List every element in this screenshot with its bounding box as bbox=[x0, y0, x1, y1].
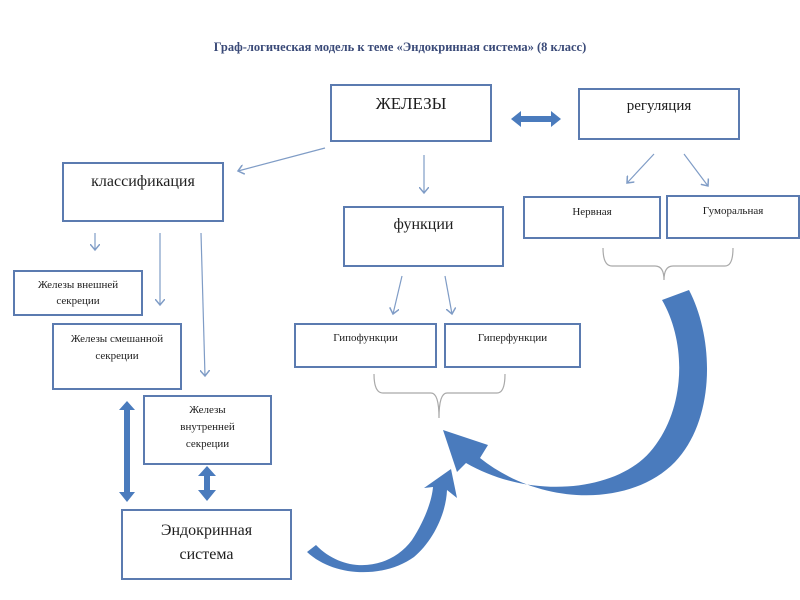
node-external-line1: Железы внешней bbox=[37, 279, 119, 291]
diagram-title: Граф-логическая модель к теме «Эндокринн… bbox=[213, 40, 587, 54]
double-arrow-glands-regulation bbox=[511, 111, 561, 127]
node-external-secretion: Железы внешней секреции bbox=[13, 270, 143, 316]
arrow-functions-to-hyper bbox=[444, 275, 452, 314]
node-nervous: Нервная bbox=[523, 196, 661, 239]
node-functions: функции bbox=[343, 206, 504, 267]
node-regulation-label: регуляция bbox=[626, 98, 692, 114]
node-functions-label: функции bbox=[393, 216, 454, 233]
arrow-class-to-internal bbox=[201, 232, 205, 376]
node-classification: классификация bbox=[62, 162, 224, 222]
node-humoral: Гуморальная bbox=[666, 195, 800, 239]
node-external-line2: секреции bbox=[56, 295, 100, 307]
node-glands-label: ЖЕЛЕЗЫ bbox=[375, 94, 447, 113]
node-classification-label: классификация bbox=[91, 173, 195, 190]
curved-arrow-regulation-to-functions bbox=[443, 290, 708, 496]
node-internal-line2: внутренней bbox=[180, 421, 235, 433]
node-internal-line3: секреции bbox=[185, 438, 230, 450]
node-hypo-label: Гипофункции bbox=[333, 332, 398, 344]
node-internal-secretion: Железы внутренней секреции bbox=[143, 395, 272, 465]
double-arrow-mixed-endocrine bbox=[119, 401, 135, 502]
node-mixed-line1: Железы смешанной bbox=[70, 333, 164, 345]
arrow-glands-to-classification bbox=[238, 147, 326, 171]
node-humoral-label: Гуморальная bbox=[702, 205, 764, 217]
brace-regulation bbox=[602, 247, 734, 281]
node-glands: ЖЕЛЕЗЫ bbox=[330, 84, 492, 142]
node-internal-line1: Железы bbox=[189, 404, 226, 416]
double-arrow-internal-endocrine bbox=[198, 466, 216, 501]
node-endocrine-line1: Эндокринная bbox=[160, 522, 253, 539]
arrow-regulation-to-nervous bbox=[627, 153, 655, 183]
node-mixed-secretion: Железы смешанной секреции bbox=[52, 323, 182, 390]
brace-functions bbox=[373, 373, 506, 419]
node-nervous-label: Нервная bbox=[572, 206, 612, 218]
curved-arrow-endocrine-to-functions bbox=[307, 469, 457, 573]
node-endocrine-line2: система bbox=[179, 546, 234, 563]
node-hyperfunction: Гиперфункции bbox=[444, 323, 581, 368]
arrow-regulation-to-humoral bbox=[683, 153, 708, 186]
node-mixed-line2: секреции bbox=[95, 350, 139, 362]
node-hypofunction: Гипофункции bbox=[294, 323, 437, 368]
node-regulation: регуляция bbox=[578, 88, 740, 140]
node-hyper-label: Гиперфункции bbox=[477, 332, 548, 344]
node-endocrine-system: Эндокринная система bbox=[121, 509, 292, 580]
arrow-functions-to-hypo bbox=[393, 275, 403, 314]
